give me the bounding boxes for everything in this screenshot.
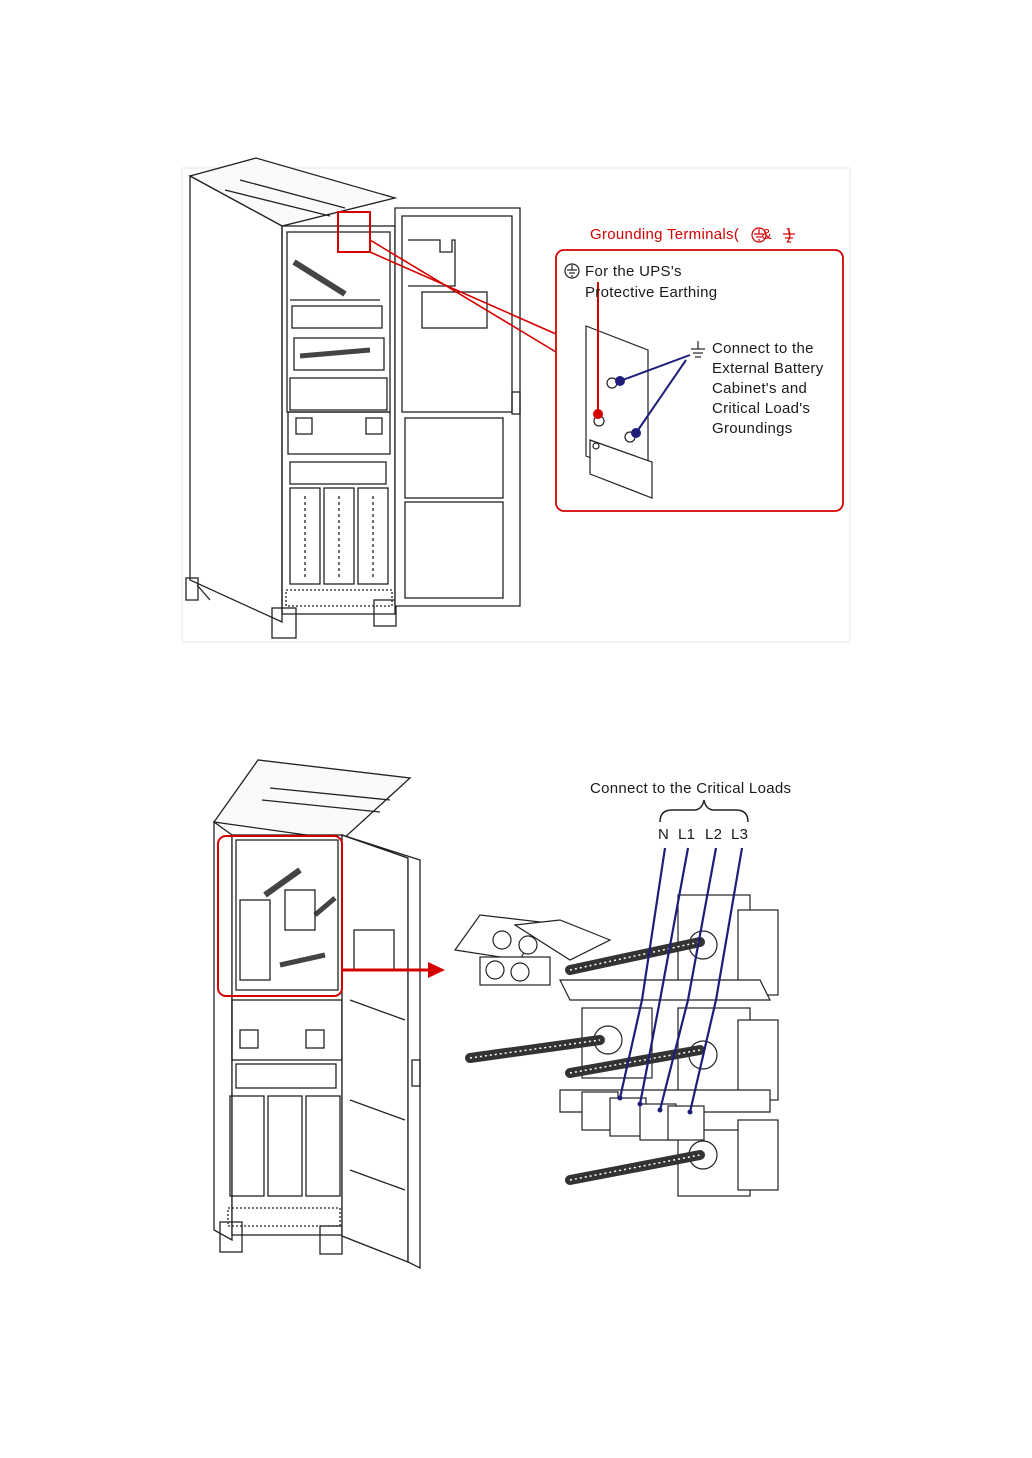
- arrow-right-icon: [428, 962, 445, 978]
- brace-icon: [660, 800, 748, 822]
- critical-loads-title: Connect to the Critical Loads: [590, 779, 791, 799]
- terminal-label-n: N: [658, 825, 669, 845]
- terminal-label-l3: L3: [731, 825, 748, 845]
- terminal-block-drawing: [455, 895, 778, 1196]
- terminal-label-l1: L1: [678, 825, 695, 845]
- terminal-label-l2: L2: [705, 825, 722, 845]
